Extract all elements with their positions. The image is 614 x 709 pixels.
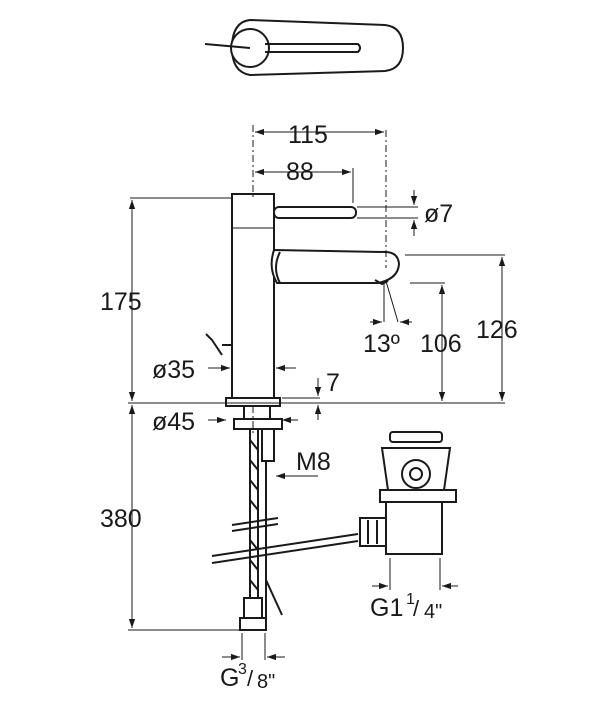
faucet-body [205,193,401,407]
svg-text:/: / [413,596,420,621]
dim-width-total: 115 [288,121,328,149]
hose-fraction-numerator: 3 [238,661,247,678]
dim-waste-connection: G1 1 / 4" [370,591,442,623]
dimension-lines [128,128,506,661]
waste-fraction-numerator: 1 [406,591,415,608]
dim-base-diameter: ø45 [152,408,195,436]
top-view [204,18,405,77]
hose-connection-label: G [220,664,239,692]
svg-text:/: / [247,666,254,691]
reference-lines [128,125,505,660]
waste-fraction-denominator: 4" [424,601,442,623]
under-counter [211,406,359,631]
dim-spout-top-height: 126 [476,316,518,344]
waste-valve [359,431,457,555]
dim-spout-angle: 13º [363,330,400,358]
hose-fraction-denominator: 8" [257,671,275,693]
waste-connection-label: G1 [370,594,403,622]
dim-thread: M8 [296,448,331,476]
dim-body-diameter: ø35 [152,356,195,384]
dim-width-handle: 88 [286,158,314,186]
dim-hose-length: 380 [100,505,142,533]
dim-hose-connection: G 3 / 8" [220,661,275,693]
dim-spout-height: 106 [420,330,462,358]
dim-height-total: 175 [100,288,142,316]
dim-handle-diameter: ø7 [424,200,453,228]
dim-base-thickness: 7 [326,369,340,397]
